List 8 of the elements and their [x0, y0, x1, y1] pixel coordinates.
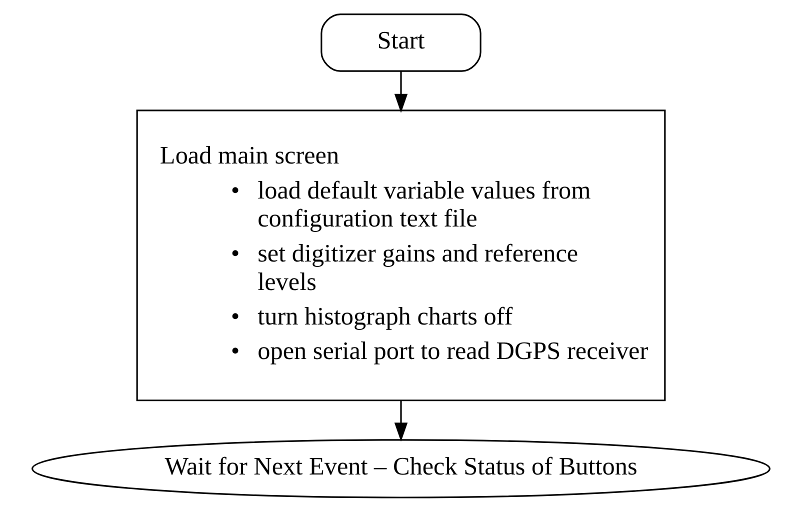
label: •	[230, 240, 240, 268]
label: •	[230, 303, 240, 330]
arrow	[394, 400, 408, 442]
label: •	[230, 338, 240, 366]
node-ellipse: Wait for Next Event – Check Status of Buttons	[32, 439, 770, 498]
node-box: Start	[320, 14, 482, 72]
label: •	[230, 177, 240, 204]
arrow	[394, 71, 408, 113]
